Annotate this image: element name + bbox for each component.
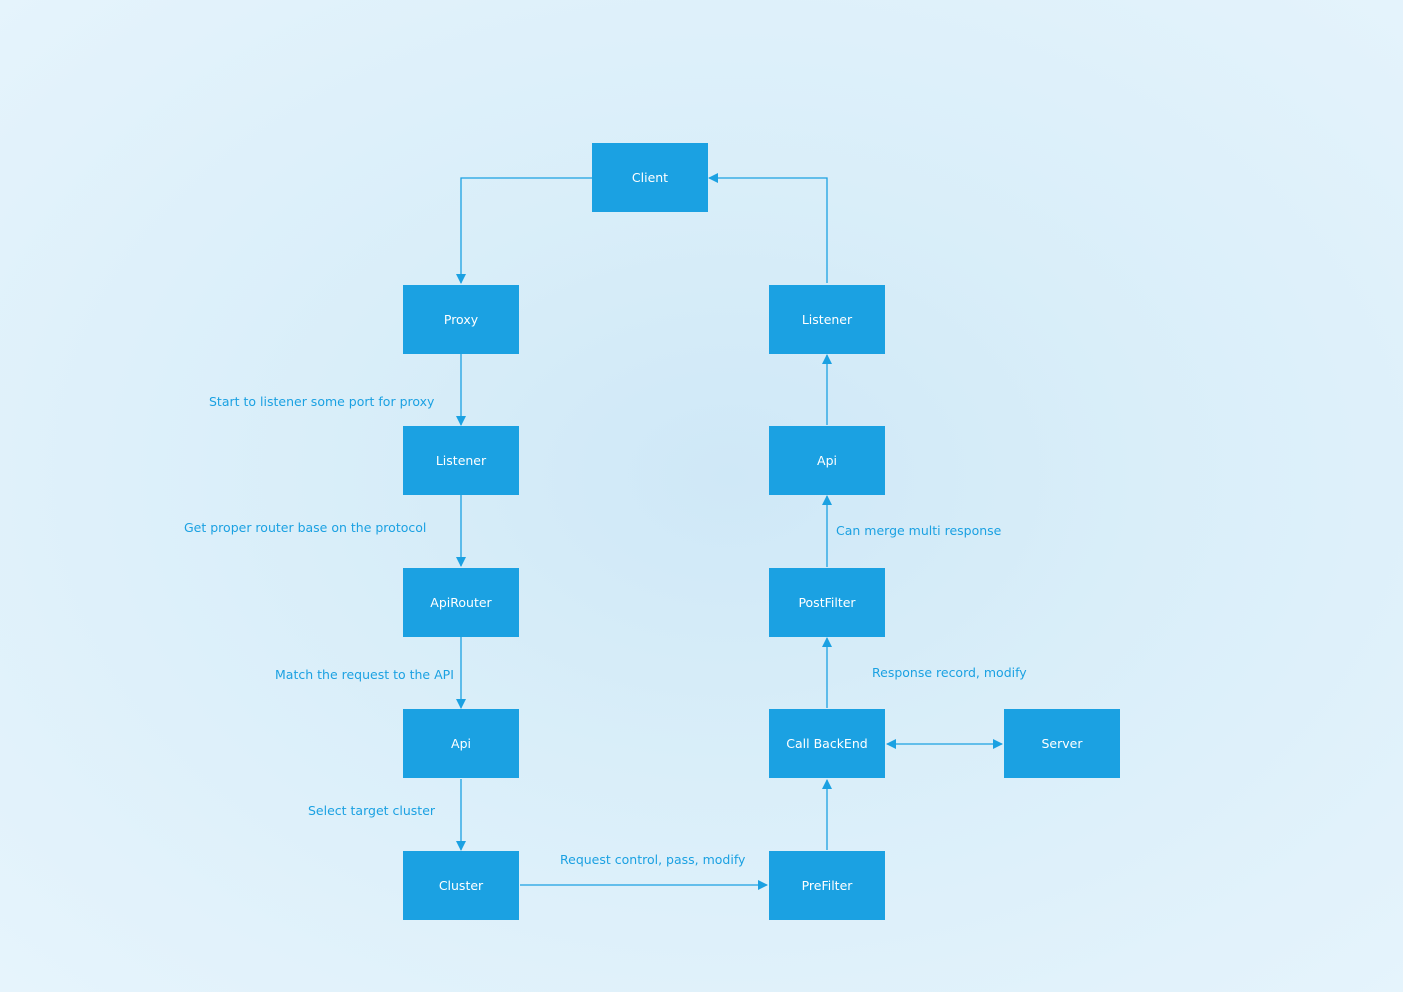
edge-label-api-cluster: Select target cluster [308,803,436,818]
node-listener-left[interactable]: Listener [403,426,519,495]
node-postfilter[interactable]: PostFilter [769,568,885,637]
node-call-backend[interactable]: Call BackEnd [769,709,885,778]
edge-label-apirouter-api: Match the request to the API [275,667,454,682]
node-api-left-label: Api [451,736,471,751]
node-proxy-label: Proxy [443,312,479,327]
node-server-label: Server [1041,736,1083,751]
node-api-right[interactable]: Api [769,426,885,495]
edge-client-proxy [456,177,592,284]
node-call-backend-label: Call BackEnd [786,736,868,751]
node-prefilter-label: PreFilter [801,878,853,893]
node-proxy[interactable]: Proxy [403,285,519,354]
node-api-left[interactable]: Api [403,709,519,778]
node-prefilter[interactable]: PreFilter [769,851,885,920]
edge-label-backend-postfilter: Response record, modify [872,665,1027,680]
edge-label-proxy-listener: Start to listener some port for proxy [209,394,435,409]
node-cluster-label: Cluster [438,878,484,893]
edge-label-cluster-prefilter: Request control, pass, modify [560,852,746,867]
node-listener-right[interactable]: Listener [769,285,885,354]
node-client[interactable]: Client [592,143,708,212]
node-server[interactable]: Server [1004,709,1120,778]
edge-listener-client [708,173,828,283]
node-api-right-label: Api [817,453,837,468]
node-cluster[interactable]: Cluster [403,851,519,920]
node-listener-right-label: Listener [801,312,853,327]
node-apirouter[interactable]: ApiRouter [403,568,519,637]
node-apirouter-label: ApiRouter [430,595,492,610]
node-postfilter-label: PostFilter [798,595,856,610]
edge-label-listener-apirouter: Get proper router base on the protocol [184,520,427,535]
edge-label-postfilter-api: Can merge multi response [836,523,1002,538]
node-listener-left-label: Listener [435,453,487,468]
node-client-label: Client [631,170,669,185]
